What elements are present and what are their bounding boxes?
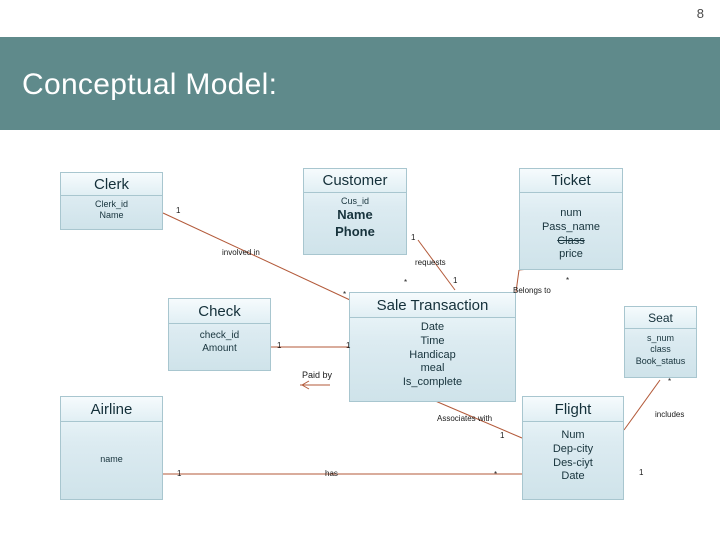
- cardinality-sale-paid-one: 1: [346, 341, 351, 350]
- entity-sale-transaction-name: Sale Transaction: [376, 296, 489, 314]
- cardinality-has-many: *: [494, 470, 498, 479]
- entity-seat[interactable]: Seat s_num class Book_status: [624, 306, 697, 378]
- entity-customer[interactable]: Customer Cus_id Name Phone: [303, 168, 407, 255]
- attr-clerk-id: Clerk_id: [94, 199, 128, 209]
- relationship-label-paid-by: Paid by: [302, 370, 333, 380]
- entity-airline-attributes: name: [61, 454, 162, 465]
- entity-check-attributes: check_id Amount: [169, 330, 270, 355]
- entity-clerk-attributes: Clerk_id Name: [61, 199, 162, 222]
- attr-flight-des-city: Des-ciyt: [553, 456, 593, 469]
- entity-ticket-name: Ticket: [551, 172, 591, 189]
- cardinality-customer-requests: 1: [411, 233, 416, 242]
- attr-cus-phone: Phone: [335, 223, 375, 239]
- cardinality-assoc-one: 1: [500, 431, 505, 440]
- attr-check-amount: Amount: [202, 342, 237, 354]
- entity-seat-name: Seat: [648, 310, 673, 325]
- cardinality-seat-includes-many: *: [668, 377, 672, 386]
- attr-flight-date: Date: [561, 470, 585, 483]
- entity-ticket-header: Ticket: [520, 169, 622, 193]
- page-title: Conceptual Model:: [22, 68, 278, 101]
- cardinality-clerk-involved: 1: [176, 206, 181, 215]
- attr-flight-dep-city: Dep-city: [552, 442, 594, 455]
- entity-sale-transaction-header: Sale Transaction: [350, 293, 515, 318]
- attr-sale-date: Date: [420, 321, 445, 333]
- attr-seat-s-num: s_num: [646, 333, 674, 343]
- relationship-label-associates-with: Associates with: [437, 414, 493, 423]
- page-number: 8: [696, 6, 704, 21]
- title-band: [0, 37, 720, 130]
- attr-airline-name: name: [100, 454, 123, 464]
- entity-clerk[interactable]: Clerk Clerk_id Name: [60, 172, 163, 230]
- entity-ticket-attributes: num Pass_name Class price: [520, 207, 622, 262]
- entity-airline[interactable]: Airline name: [60, 396, 163, 500]
- attr-ticket-price: price: [559, 248, 583, 261]
- attr-flight-num: Num: [561, 429, 585, 441]
- entity-check[interactable]: Check check_id Amount: [168, 298, 271, 371]
- entity-flight[interactable]: Flight Num Dep-city Des-ciyt Date: [522, 396, 624, 500]
- attr-sale-time: Time: [420, 334, 445, 347]
- entity-seat-attributes: s_num class Book_status: [625, 333, 696, 367]
- cardinality-check-paid-one: 1: [277, 341, 282, 350]
- entity-clerk-header: Clerk: [61, 173, 162, 196]
- attr-seat-class: class: [650, 344, 671, 355]
- cardinality-involved-many: *: [343, 290, 347, 299]
- entity-check-header: Check: [169, 299, 270, 324]
- cardinality-airline-has-one: 1: [177, 469, 182, 478]
- entity-seat-header: Seat: [625, 307, 696, 329]
- cardinality-flight-includes-one: 1: [639, 468, 644, 477]
- cardinality-requests-many: *: [404, 278, 408, 287]
- entity-airline-name: Airline: [90, 400, 133, 418]
- relationship-label-has: has: [325, 469, 338, 478]
- attr-ticket-pass-name: Pass_name: [541, 220, 601, 233]
- attr-sale-handicap: Handicap: [409, 348, 456, 361]
- attr-clerk-name: Name: [99, 210, 124, 221]
- entity-sale-transaction[interactable]: Sale Transaction Date Time Handicap meal…: [349, 292, 516, 402]
- entity-flight-header: Flight: [523, 397, 623, 422]
- attr-sale-meal: meal: [420, 362, 445, 375]
- attr-seat-book-status: Book_status: [635, 355, 686, 366]
- entity-check-name: Check: [198, 302, 241, 320]
- entity-customer-name: Customer: [322, 172, 388, 189]
- relationship-label-belongs-to: Belongs to: [513, 286, 551, 295]
- attr-cus-name: Name: [337, 207, 373, 223]
- entity-airline-header: Airline: [61, 397, 162, 422]
- cardinality-ticket-belongs-many: *: [566, 276, 570, 285]
- attr-ticket-class: Class: [557, 234, 585, 247]
- relationship-label-includes: includes: [655, 410, 685, 419]
- relationship-label-involved-in: involved in: [222, 248, 260, 257]
- attr-check-id: check_id: [199, 330, 240, 341]
- entity-flight-name: Flight: [554, 400, 592, 418]
- cardinality-requests-one: 1: [453, 276, 458, 285]
- entity-customer-attributes: Cus_id Name Phone: [304, 196, 406, 240]
- attr-cus-id: Cus_id: [340, 196, 369, 206]
- attr-sale-is-complete: Is_complete: [402, 376, 463, 388]
- entity-flight-attributes: Num Dep-city Des-ciyt Date: [523, 429, 623, 484]
- relationship-label-requests: requests: [415, 258, 446, 267]
- attr-ticket-num: num: [560, 207, 582, 219]
- entity-customer-header: Customer: [304, 169, 406, 193]
- entity-ticket[interactable]: Ticket num Pass_name Class price: [519, 168, 623, 270]
- entity-clerk-name: Clerk: [93, 175, 129, 193]
- entity-sale-transaction-attributes: Date Time Handicap meal Is_complete: [350, 321, 515, 390]
